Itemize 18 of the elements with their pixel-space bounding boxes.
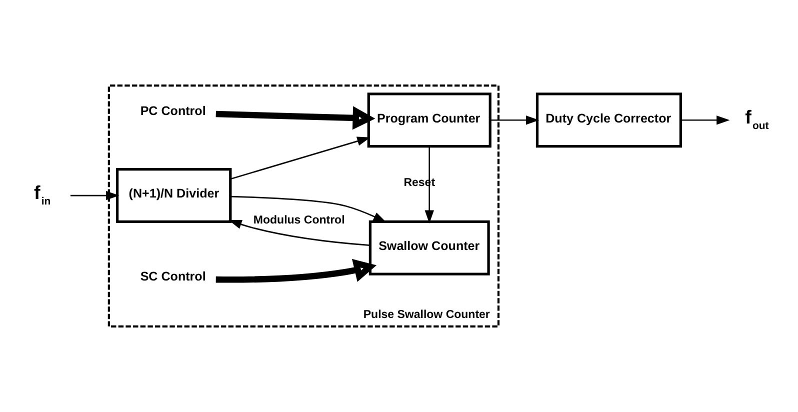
arrow xyxy=(680,116,730,125)
arrow xyxy=(228,220,370,246)
arrow xyxy=(230,196,386,222)
arrow xyxy=(216,106,376,130)
node-box: Duty Cycle Corrector xyxy=(536,92,682,148)
node-box: (N+1)/N Divider xyxy=(116,168,232,224)
arrow xyxy=(490,116,540,125)
node-text: SC Control xyxy=(140,269,206,284)
node-text: f$_{in}$ xyxy=(34,182,51,208)
arrow xyxy=(424,146,434,224)
edge-label: Modulus Control xyxy=(253,214,345,227)
node-text: f$_{out}$ xyxy=(745,106,769,132)
arrow xyxy=(230,136,370,180)
arrow xyxy=(70,190,120,200)
node-box: Swallow Counter xyxy=(368,220,490,276)
node-text: PC Control xyxy=(140,104,206,118)
node-box: Program Counter xyxy=(367,92,492,148)
arrow xyxy=(216,258,377,283)
